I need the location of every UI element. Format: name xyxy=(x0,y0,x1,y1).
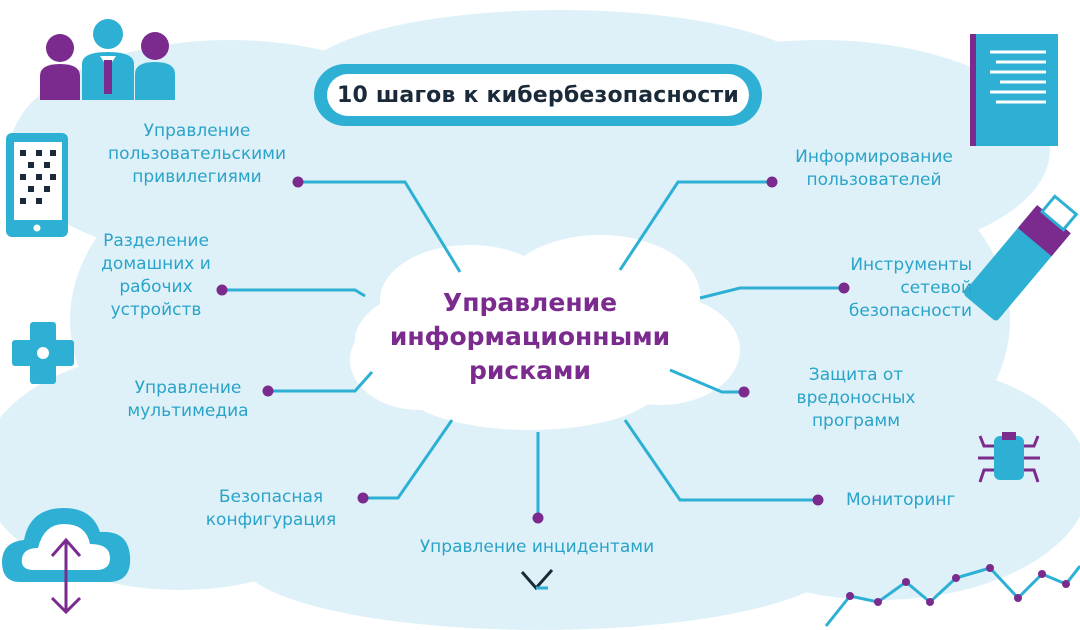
node-line: Управление xyxy=(134,378,242,398)
node-line: привилегиями xyxy=(132,167,262,187)
node-line: сетевой xyxy=(900,278,972,298)
node-line: пользователей xyxy=(806,170,942,190)
node-line: Безопасная xyxy=(218,487,324,507)
center-line: рисками xyxy=(468,356,592,385)
connector-lines xyxy=(222,180,844,518)
page-title: 10 шагов к кибербезопасности xyxy=(327,74,749,116)
node-line: домашних и xyxy=(101,254,211,274)
connector-dots xyxy=(216,176,850,524)
node-line: безопасности xyxy=(848,301,972,321)
gamepad-icon xyxy=(12,322,74,384)
node-user-awareness: Информирование пользователей xyxy=(784,146,964,192)
center-cloud xyxy=(350,235,740,430)
node-malware: Защита от вредоносных программ xyxy=(778,364,934,433)
center-line: информационными xyxy=(389,322,671,351)
title-banner: 10 шагов к кибербезопасности xyxy=(314,64,762,126)
node-multimedia: Управление мультимедиа xyxy=(118,377,258,423)
node-line: Защита от xyxy=(808,365,904,385)
center-line: Управление xyxy=(442,288,618,317)
center-node-label: Управление информационными рисками xyxy=(380,286,680,388)
node-line: пользовательскими xyxy=(107,144,287,164)
node-user-privileges: Управление пользовательскими привилегиям… xyxy=(102,120,292,189)
node-network-tools: Инструменты сетевой безопасности xyxy=(830,254,972,323)
bug-icon xyxy=(978,432,1040,483)
node-line: устройств xyxy=(110,300,202,320)
node-secure-config: Безопасная конфигурация xyxy=(196,486,346,532)
node-line: Управление xyxy=(143,121,251,141)
line-graph-icon xyxy=(824,564,1080,627)
document-icon xyxy=(970,34,1058,146)
usb-drive-icon xyxy=(964,194,1079,321)
node-monitoring: Мониторинг xyxy=(846,489,976,512)
tablet-icon xyxy=(6,133,68,237)
node-line: Мониторинг xyxy=(846,490,956,510)
cloud-upload-icon xyxy=(2,508,131,615)
node-line: конфигурация xyxy=(205,510,337,530)
check-icon xyxy=(520,569,554,591)
node-line: Информирование xyxy=(795,147,953,167)
node-line: программ xyxy=(811,411,901,431)
node-line: Разделение xyxy=(103,231,209,251)
node-line: мультимедиа xyxy=(127,401,249,421)
node-line: Инструменты xyxy=(850,255,972,275)
node-line: вредоносных xyxy=(796,388,916,408)
node-line: рабочих xyxy=(119,277,193,297)
node-line: Управление инцидентами xyxy=(419,537,655,557)
node-home-work-devices: Разделение домашних и рабочих устройств xyxy=(96,230,216,322)
people-icon xyxy=(40,19,175,100)
node-incidents: Управление инцидентами xyxy=(392,536,682,559)
